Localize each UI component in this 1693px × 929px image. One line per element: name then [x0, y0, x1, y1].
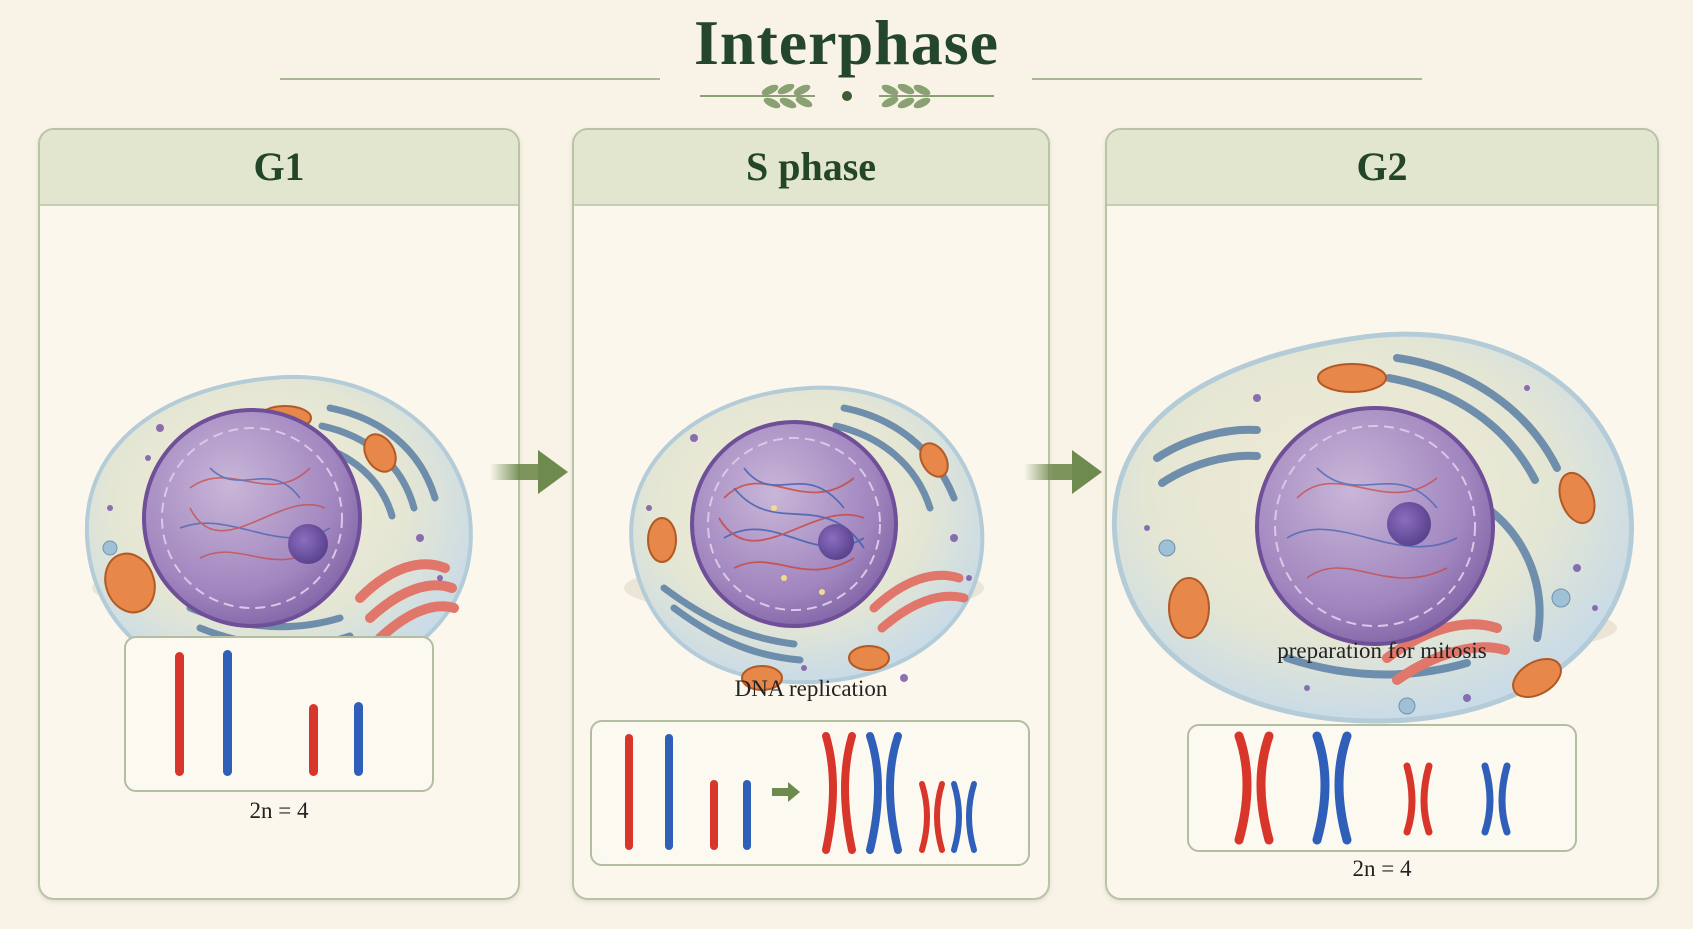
stage-title-g1: G1 [40, 130, 518, 206]
chromosome-replication-s [625, 732, 977, 854]
page-title: Interphase [693, 7, 1000, 78]
stage-panel-g2: G2 [1105, 128, 1659, 900]
chromosome-box-g1 [124, 636, 434, 792]
stage-caption-g2: preparation for mitosis [1277, 638, 1487, 663]
title-rule-left [280, 78, 660, 80]
right-arrow-icon [490, 450, 568, 494]
stage-panel-s: S phase [572, 128, 1050, 900]
title-area: Interphase [0, 0, 1693, 120]
leaf-ornament-icon [700, 84, 994, 109]
right-arrow-icon [1024, 450, 1102, 494]
stage-caption-s: DNA replication [734, 676, 888, 701]
right-arrow-icon [772, 782, 800, 802]
cell-illustration-g2 [1111, 331, 1634, 724]
stage-title-s: S phase [574, 130, 1048, 206]
cell-illustration-s [624, 385, 985, 691]
chromosome-box-s [590, 720, 1030, 866]
ploidy-label-g2: 2n = 4 [1352, 856, 1412, 881]
chromosome-set-g1 [175, 650, 363, 776]
stage-panel-g1: G1 [38, 128, 520, 900]
cell-illustration-g1 [84, 374, 473, 689]
chromosome-box-g2 [1187, 724, 1577, 852]
ploidy-label-g1: 2n = 4 [249, 798, 309, 823]
chromosome-set-g2 [1234, 731, 1511, 845]
stage-title-g2: G2 [1107, 130, 1657, 206]
title-rule-right [1032, 78, 1422, 80]
